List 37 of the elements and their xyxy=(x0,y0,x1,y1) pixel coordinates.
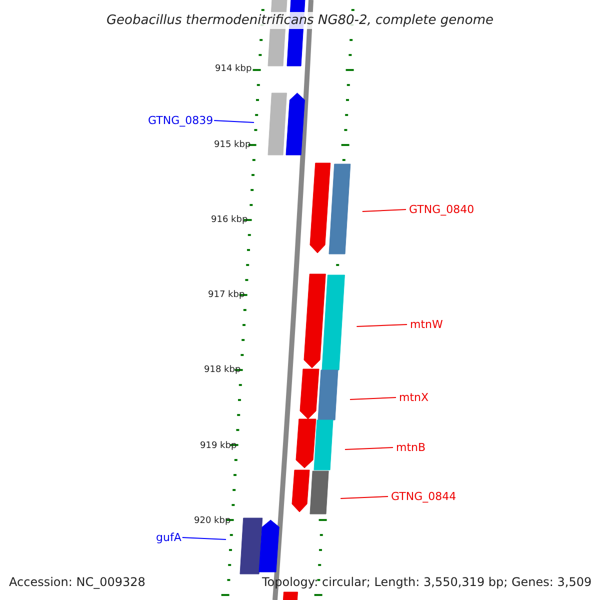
gene-block xyxy=(300,368,320,420)
scale-label: 915 kbp xyxy=(214,141,251,150)
genome-info-text: Accession: NC_009328 xyxy=(9,576,146,588)
gene-block xyxy=(240,518,263,574)
scale-label: 916 kbp xyxy=(211,216,248,225)
gene-block xyxy=(286,92,305,156)
scale-label: 917 kbp xyxy=(208,291,245,300)
gene-block xyxy=(258,520,280,572)
gene-label: GTNG_0844 xyxy=(391,491,456,502)
gene-label: GTNG_0839 xyxy=(148,115,214,126)
genome-info-text: Topology: circular; Length: 3,550,319 bp; Genes: 3,509 xyxy=(262,576,592,588)
gene-block xyxy=(292,470,310,512)
gene-block xyxy=(310,470,329,514)
leader-line xyxy=(340,496,388,499)
gene-block xyxy=(328,164,351,254)
gene-block xyxy=(314,420,334,470)
scale-label: 914 kbp xyxy=(215,65,252,74)
gene-block xyxy=(268,92,287,156)
scale-label: 919 kbp xyxy=(200,442,237,451)
gene-label: mtnW xyxy=(410,319,443,330)
leader-line xyxy=(350,397,396,400)
leader-line xyxy=(214,120,254,123)
gene-block xyxy=(296,418,316,468)
gene-label: gufA xyxy=(156,532,182,543)
leader-line xyxy=(182,537,226,540)
gene-label: GTNG_0840 xyxy=(409,204,474,215)
gene-label: mtnB xyxy=(396,442,426,453)
leader-line xyxy=(362,209,406,212)
gene-block xyxy=(322,274,345,370)
leader-line xyxy=(356,324,408,327)
gene-block xyxy=(282,592,298,600)
leader-line xyxy=(344,447,394,450)
gene-block xyxy=(310,162,331,254)
scale-label: 920 kbp xyxy=(194,517,231,526)
gene-block xyxy=(318,370,338,420)
gene-label: mtnX xyxy=(399,392,429,403)
scale-label: 918 kbp xyxy=(204,366,241,375)
